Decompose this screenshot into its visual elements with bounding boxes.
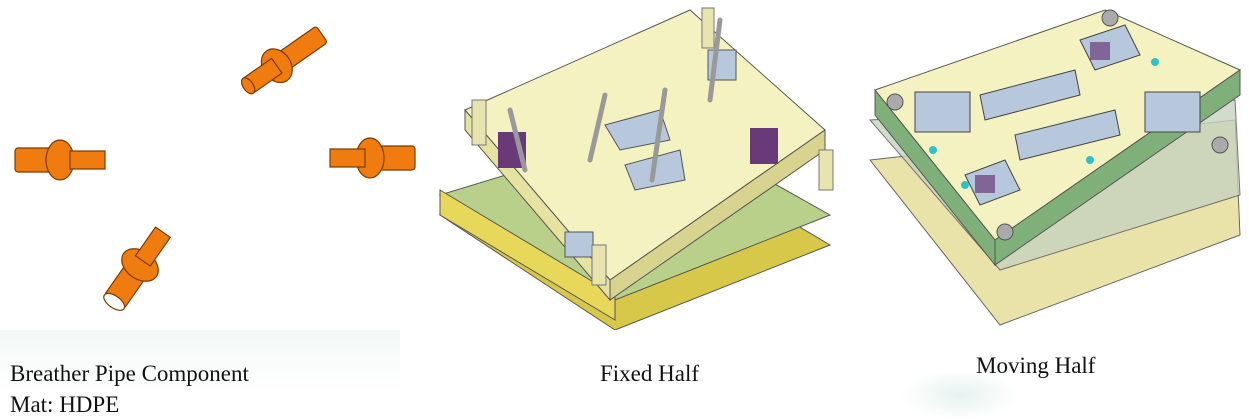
pipe-part [240, 26, 328, 95]
pipe-part [14, 139, 106, 181]
insert-block [750, 128, 778, 164]
pipe-part [103, 226, 172, 311]
panel-caption-fixed-half: Fixed Half [600, 361, 700, 386]
moving-half-mold-image [868, 9, 1242, 326]
breather-pipe-parts-image [14, 26, 416, 311]
background-glow [900, 370, 1020, 420]
background-glow [0, 330, 400, 420]
panel-caption-moving-half: Moving Half [976, 353, 1096, 378]
pipe-part [329, 137, 416, 179]
panel-caption-component: Breather Pipe Component [10, 361, 249, 386]
fixed-half-mold-image [438, 7, 834, 330]
panel-subcaption-material: Mat: HDPE [10, 392, 120, 417]
